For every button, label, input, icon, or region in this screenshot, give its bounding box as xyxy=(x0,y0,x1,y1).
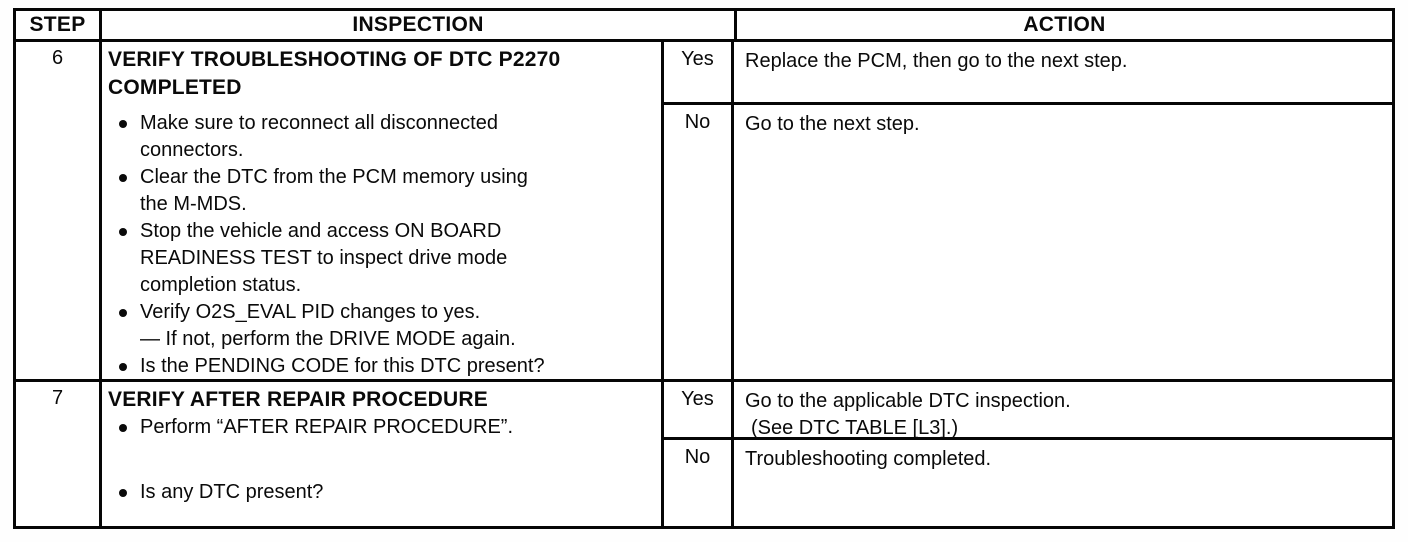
bullet-item: Make sure to reconnect all disconnected … xyxy=(108,110,655,164)
bullet-icon xyxy=(108,414,140,441)
action-text: Go to the applicable DTC inspection. xyxy=(745,390,1071,412)
bullet-icon xyxy=(108,218,140,299)
branch-column: Yes Go to the applicable DTC inspection.… xyxy=(664,382,1392,526)
action-text: Replace the PCM, then go to the next ste… xyxy=(745,50,1128,72)
step-number: 7 xyxy=(16,382,102,526)
action-cell: Troubleshooting completed. xyxy=(734,440,1392,526)
header-action: ACTION xyxy=(1023,13,1106,36)
table-row-step-7: 7 VERIFY AFTER REPAIR PROCEDURE Perform … xyxy=(16,382,1392,526)
table-header-row: STEP INSPECTION ACTION xyxy=(16,11,1392,42)
inspection-cell: VERIFY TROUBLESHOOTING OF DTC P2270 COMP… xyxy=(102,42,664,379)
inspection-bullet-list: Perform “AFTER REPAIR PROCEDURE”. Is any… xyxy=(108,414,655,506)
action-text: Troubleshooting completed. xyxy=(745,448,992,470)
bullet-item: Stop the vehicle and access ON BOARD REA… xyxy=(108,218,655,299)
branch-no: No Troubleshooting completed. xyxy=(664,440,1392,526)
yes-label: Yes xyxy=(664,382,734,437)
no-label: No xyxy=(664,105,734,379)
bullet-icon xyxy=(108,110,140,164)
bullet-icon xyxy=(108,299,140,353)
yes-label: Yes xyxy=(664,42,734,102)
inspection-bullet-list: Make sure to reconnect all disconnected … xyxy=(108,110,655,379)
bullet-text-with-sub: Verify O2S_EVAL PID changes to yes. — If… xyxy=(140,299,516,353)
bullet-item: Is any DTC present? xyxy=(108,479,655,506)
header-inspection: INSPECTION xyxy=(102,11,737,39)
bullet-item: Is the PENDING CODE for this DTC present… xyxy=(108,353,655,379)
action-cell: Replace the PCM, then go to the next ste… xyxy=(734,42,1392,102)
bullet-item: Verify O2S_EVAL PID changes to yes. — If… xyxy=(108,299,655,353)
action-text: Go to the next step. xyxy=(745,113,920,135)
inspection-cell: VERIFY AFTER REPAIR PROCEDURE Perform “A… xyxy=(102,382,664,526)
action-cell: Go to the applicable DTC inspection. (Se… xyxy=(734,382,1392,437)
branch-yes: Yes Go to the applicable DTC inspection.… xyxy=(664,382,1392,440)
bullet-icon xyxy=(108,353,140,379)
inspection-title: VERIFY AFTER REPAIR PROCEDURE xyxy=(108,388,488,411)
troubleshooting-table: STEP INSPECTION ACTION 6 VERIFY TROUBLES… xyxy=(13,8,1395,529)
bullet-icon xyxy=(108,479,140,506)
branch-yes: Yes Replace the PCM, then go to the next… xyxy=(664,42,1392,105)
inspection-title: VERIFY TROUBLESHOOTING OF DTC P2270 COMP… xyxy=(108,48,561,99)
header-step: STEP xyxy=(16,11,102,39)
step-number: 6 xyxy=(16,42,102,379)
bullet-subnote: — If not, perform the DRIVE MODE again. xyxy=(140,328,516,350)
branch-no: No Go to the next step. xyxy=(664,105,1392,379)
branch-column: Yes Replace the PCM, then go to the next… xyxy=(664,42,1392,379)
bullet-icon xyxy=(108,164,140,218)
action-text-reference: (See DTC TABLE [L3].) xyxy=(751,417,959,437)
bullet-item: Clear the DTC from the PCM memory using … xyxy=(108,164,655,218)
bullet-text: Verify O2S_EVAL PID changes to yes. xyxy=(140,301,481,323)
action-cell: Go to the next step. xyxy=(734,105,1392,379)
no-label: No xyxy=(664,440,734,526)
bullet-item: Perform “AFTER REPAIR PROCEDURE”. xyxy=(108,414,655,441)
table-row-step-6: 6 VERIFY TROUBLESHOOTING OF DTC P2270 CO… xyxy=(16,42,1392,382)
